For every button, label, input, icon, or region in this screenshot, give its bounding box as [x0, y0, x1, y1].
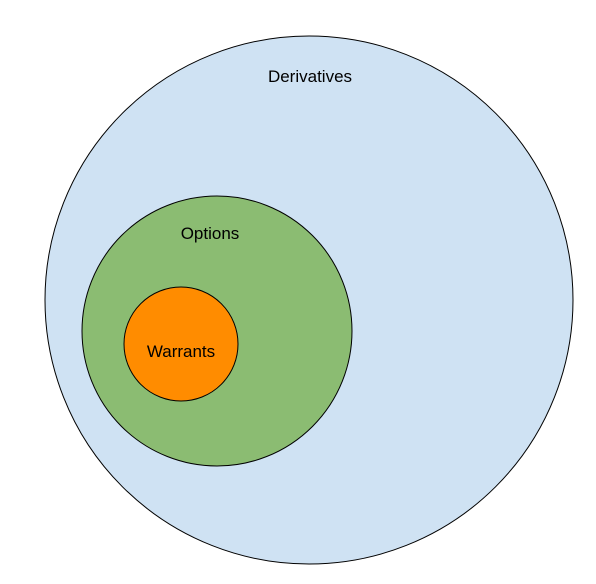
warrants-label: Warrants: [147, 342, 215, 361]
derivatives-label: Derivatives: [268, 67, 352, 86]
options-label: Options: [181, 224, 240, 243]
warrants-circle: [123, 286, 239, 402]
